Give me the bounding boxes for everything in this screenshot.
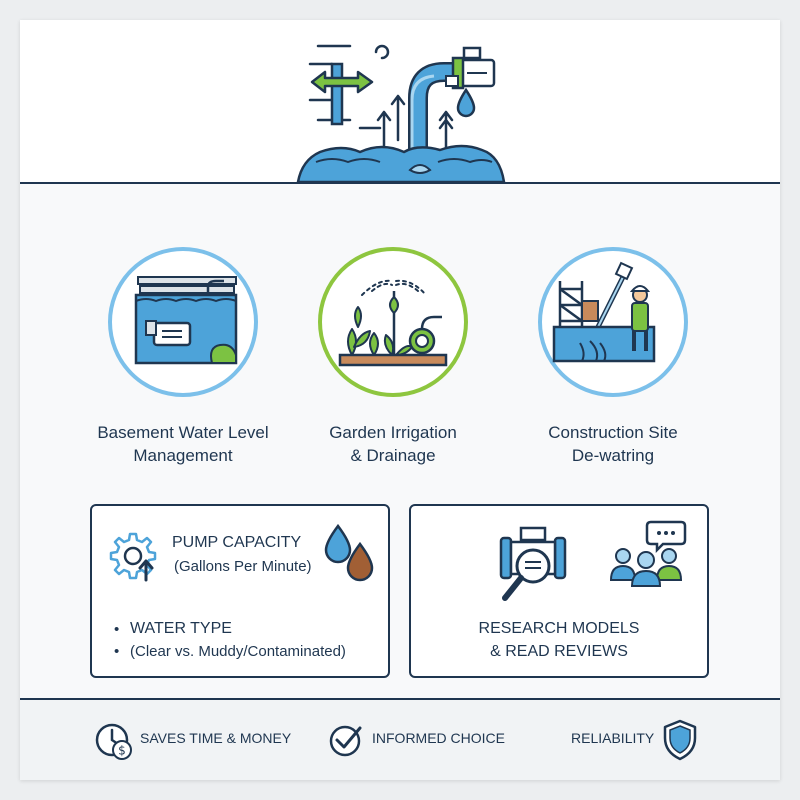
flooded-basement-pump-icon (134, 276, 238, 365)
selection-factors-box: PUMP CAPACITY (Gallons Per Minute) • WAT… (90, 504, 390, 678)
infographic-card: Basement Water Level Management (20, 20, 780, 780)
research-line1: RESEARCH MODELS (478, 620, 640, 637)
use-garden-line2: & Drainage (350, 446, 436, 465)
garden-irrigation-icon (338, 279, 448, 367)
footer-divider (20, 698, 780, 700)
research-line2: & READ REVIEWS (490, 643, 628, 660)
use-garden-line1: Garden Irrigation (329, 423, 457, 442)
pump-capacity-title: PUMP CAPACITY (172, 534, 302, 551)
use-basement-line2: Management (133, 446, 233, 465)
hero-divider (20, 182, 780, 184)
benefit-saves-time-money: SAVES TIME & MONEY (140, 730, 292, 746)
pump-capacity-subtitle: (Gallons Per Minute) (174, 558, 312, 575)
magnifier-pump-icon (499, 526, 567, 601)
shield-icon (663, 719, 697, 761)
clock-dollar-icon: $ (95, 723, 132, 760)
use-construction-line1: Construction Site (548, 423, 678, 442)
use-construction-circle (538, 247, 688, 397)
use-garden-circle (318, 247, 468, 397)
use-construction-label: Construction Site De-watring (503, 421, 723, 467)
research-box: RESEARCH MODELS & READ REVIEWS (409, 504, 709, 678)
construction-dewatering-icon (552, 261, 656, 363)
benefit-reliability: RELIABILITY (571, 730, 655, 746)
use-basement-line1: Basement Water Level (97, 423, 269, 442)
hero-illustration (20, 20, 780, 185)
water-type-sub-bullet: • (114, 643, 120, 660)
use-basement-label: Basement Water Level Management (73, 421, 293, 467)
pump-discharge-illustration (296, 44, 506, 184)
benefit-informed-choice: INFORMED CHOICE (372, 730, 505, 746)
water-type-bullet: • (114, 621, 120, 638)
water-type-title: WATER TYPE (130, 620, 232, 637)
people-discussion-icon (609, 520, 687, 587)
water-type-subtitle: (Clear vs. Muddy/Contaminated) (130, 643, 346, 660)
use-basement-circle (108, 247, 258, 397)
gear-arrow-icon (109, 532, 157, 582)
checkmark-circle-icon (329, 725, 362, 757)
benefits-footer: $ SAVES TIME & MONEY INFORMED CHOICE REL… (20, 700, 780, 780)
svg-text:$: $ (118, 744, 126, 758)
applications-section: Basement Water Level Management (20, 184, 780, 700)
use-construction-line2: De-watring (571, 446, 655, 465)
use-garden-label: Garden Irrigation & Drainage (283, 421, 503, 467)
water-droplets-icon (324, 524, 374, 582)
